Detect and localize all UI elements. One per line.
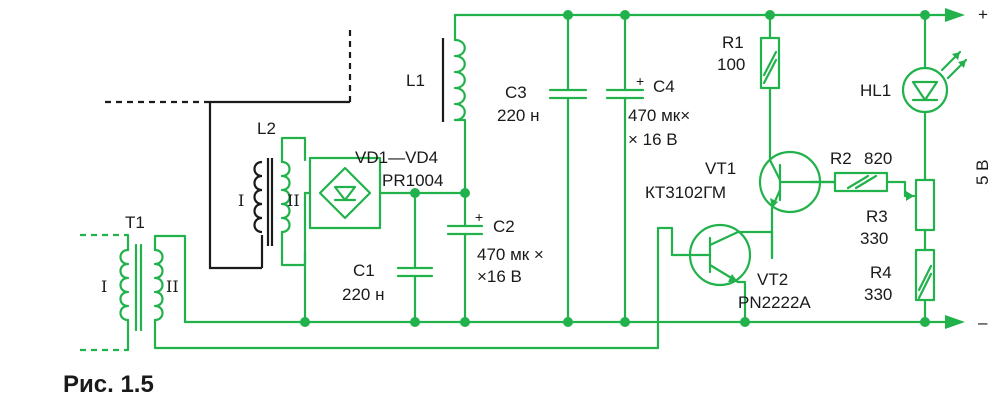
label-c2-value2: ×16 В [477, 267, 522, 286]
label-hl1: HL1 [860, 81, 891, 100]
label-c2-value1: 470 мк × [477, 245, 544, 264]
label-c4-polarity: + [636, 73, 644, 89]
resistor-r2 [808, 171, 916, 198]
capacitor-c1 [396, 191, 434, 324]
label-c1-ref: C1 [353, 261, 375, 280]
label-c1-value: 220 н [342, 285, 384, 304]
terminal-plus: + [978, 5, 988, 24]
label-r3-ref: R3 [866, 207, 888, 226]
label-l2: L2 [257, 119, 276, 138]
led-hl1 [901, 13, 968, 182]
resistor-r4 [914, 248, 936, 324]
label-r4-ref: R4 [870, 263, 892, 282]
capacitor-c2 [446, 191, 484, 324]
label-r2-ref: R2 [830, 149, 852, 168]
transformer-t1 [80, 226, 674, 352]
figure-caption: Рис. 1.5 [63, 371, 154, 398]
label-t1-secondary: II [166, 277, 179, 296]
label-c4-value2: × 16 В [628, 130, 678, 149]
label-vt1-value: КТ3102ГМ [645, 183, 726, 202]
capacitor-c3 [548, 13, 588, 324]
positive-rail [453, 8, 965, 42]
label-l2-primary: I [238, 191, 244, 210]
label-vd-ref: VD1—VD4 [355, 148, 438, 167]
label-r1-ref: R1 [722, 33, 744, 52]
label-r2-value: 820 [864, 149, 892, 168]
label-vt2-value: PN2222A [738, 293, 811, 312]
label-vt1-ref: VT1 [705, 159, 736, 178]
label-c4-value1: 470 мк× [628, 106, 690, 125]
label-vt2-ref: VT2 [757, 270, 788, 289]
label-c3-ref: C3 [505, 83, 527, 102]
resistor-r1 [759, 13, 781, 162]
label-r4-value: 330 [864, 285, 892, 304]
junction-dots [300, 10, 930, 327]
external-winding-frame [105, 30, 352, 270]
coil-l2 [253, 136, 307, 267]
resistor-r3 [906, 178, 936, 252]
label-r3-value: 330 [860, 229, 888, 248]
label-t1: T1 [125, 213, 145, 232]
label-l1: L1 [406, 71, 425, 90]
label-vd-value: PR1004 [382, 171, 443, 190]
label-t1-primary: I [101, 277, 107, 296]
label-c4-ref: C4 [653, 77, 675, 96]
supply-voltage-label: 5 В [973, 159, 992, 185]
label-l2-secondary: II [287, 191, 300, 210]
terminal-minus: – [978, 313, 988, 332]
label-c2-ref: C2 [493, 217, 515, 236]
capacitor-c4 [605, 13, 645, 324]
label-r1-value: 100 [717, 55, 745, 74]
transistor-vt2 [670, 223, 774, 324]
label-c3-value: 220 н [497, 106, 539, 125]
inductor-l1 [441, 38, 467, 195]
bridge-rectifier [303, 156, 467, 324]
label-c2-polarity: + [475, 209, 483, 225]
